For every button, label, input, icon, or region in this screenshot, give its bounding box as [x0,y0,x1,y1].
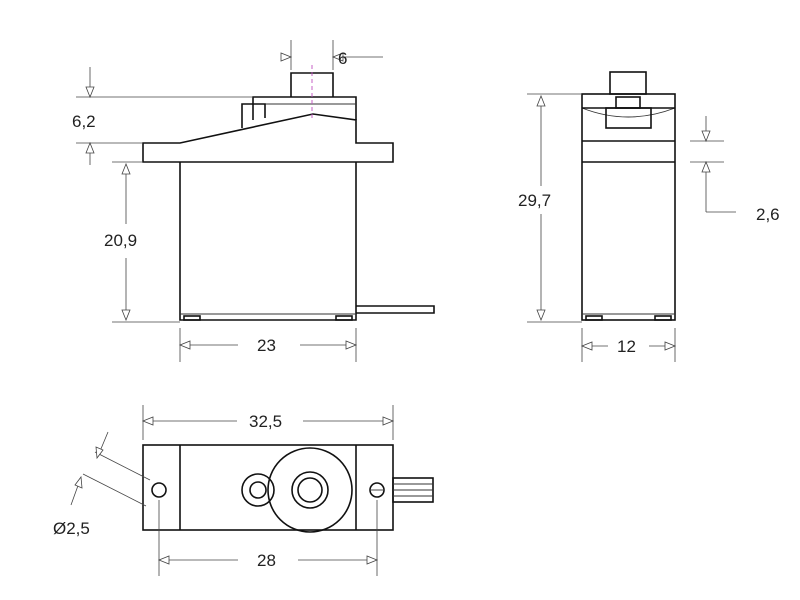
output-gear [267,447,353,533]
front-view [142,65,435,321]
dim-depth: 12 [617,337,636,356]
small-gear [241,473,275,507]
dim-top-height: 6,2 [72,112,96,131]
dimensions: 6 6,2 20,9 23 29,7 [53,40,780,576]
side-view [581,71,676,321]
mounting-hole-right [369,482,385,498]
mounting-hole-left [151,482,167,498]
dim-flange-thickness: 2,6 [756,205,780,224]
dim-hole-diameter: Ø2,5 [53,519,90,538]
front-cable [356,305,435,314]
side-gear-boss [605,107,652,129]
dim-body-height: 20,9 [104,231,137,250]
side-output-shaft [609,71,647,95]
dim-hole-spacing: 28 [257,551,276,570]
front-top-deck [252,96,357,120]
front-flange [142,113,394,163]
dim-shaft-diameter: 6 [338,49,347,68]
dim-body-width: 23 [257,336,276,355]
front-body-outline [179,162,357,321]
front-gear-boss [241,103,266,128]
dim-flange-length: 32,5 [249,412,282,431]
dim-total-height: 29,7 [518,191,551,210]
top-view [142,444,434,533]
